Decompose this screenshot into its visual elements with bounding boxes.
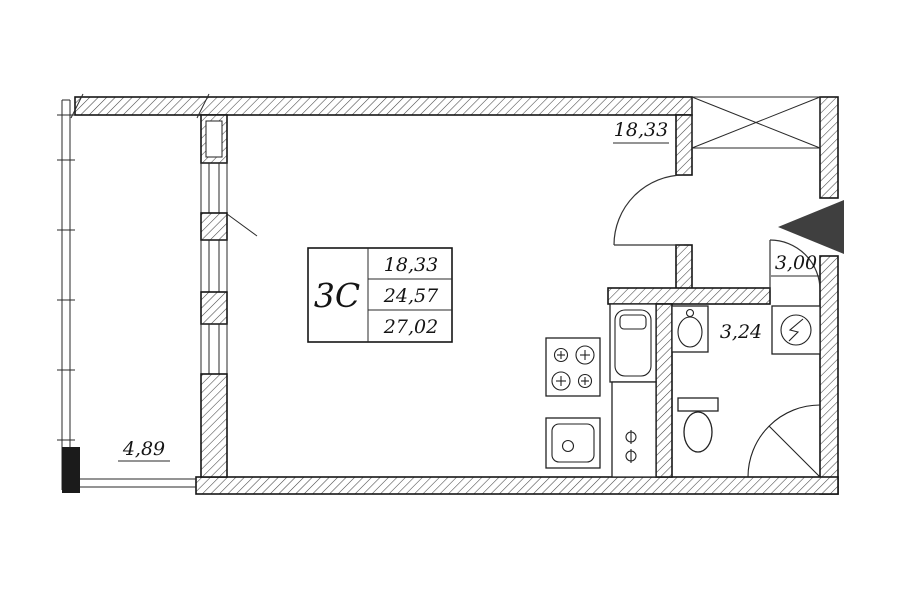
window-3 [200,323,228,375]
kitchen-sink-icon [545,417,601,469]
balcony-glazing [57,93,210,493]
apartment-type-label: 3C [314,276,360,315]
stamp-border [307,247,453,343]
right-wall-upper [819,96,839,199]
balcony-end-block [62,447,80,493]
area-labels: 18,33 4,89 3,00 3,24 [118,119,820,462]
window-wall-pier-inset [205,120,223,158]
stove-icon [545,337,601,397]
room-door [613,174,685,246]
stamp-total-area: 27,02 [383,316,438,338]
shower-cabin-icon [747,404,821,478]
toilet-icon [677,397,719,453]
bottom-wall [195,476,839,495]
window-2 [200,239,228,293]
stamp-floor-area: 24,57 [383,285,439,307]
kitchen-bathroom-wall [655,303,673,478]
window-wall-pier-bottom [200,373,228,478]
washing-machine-icon [771,305,821,355]
plumbing-riser-icon [611,381,657,478]
ventilation-shaft-icon [691,96,821,149]
entrance-arrow-icon [778,200,844,254]
washbasin-icon [671,305,709,353]
dimension-tick [70,93,84,119]
window-wall-pier-mid1 [200,212,228,241]
fridge-icon [609,303,657,383]
hall-partition-upper [675,114,693,176]
bathroom-area-label: 3,24 [720,321,762,343]
casement-swing-line [226,213,258,237]
walls [74,96,839,495]
bathroom-top-wall [607,287,771,305]
right-wall-lower [819,255,839,495]
bathroom-door [769,239,821,291]
window-1 [200,162,228,214]
door-swing-arc [613,174,685,246]
hall-area-label: 3,00 [775,252,817,274]
balcony-area-label: 4,89 [122,438,165,460]
door-swing-arc [769,239,821,291]
living-room-area-label: 18,33 [614,119,668,141]
stamp-living-area: 18,33 [384,254,438,276]
window-wall-pier-mid2 [200,291,228,325]
top-wall [74,96,693,116]
dimension-tick [196,93,210,119]
apartment-stamp: 3C 18,33 24,57 27,02 [307,247,453,343]
window-wall [200,114,258,478]
hall-partition-lower [675,244,693,291]
